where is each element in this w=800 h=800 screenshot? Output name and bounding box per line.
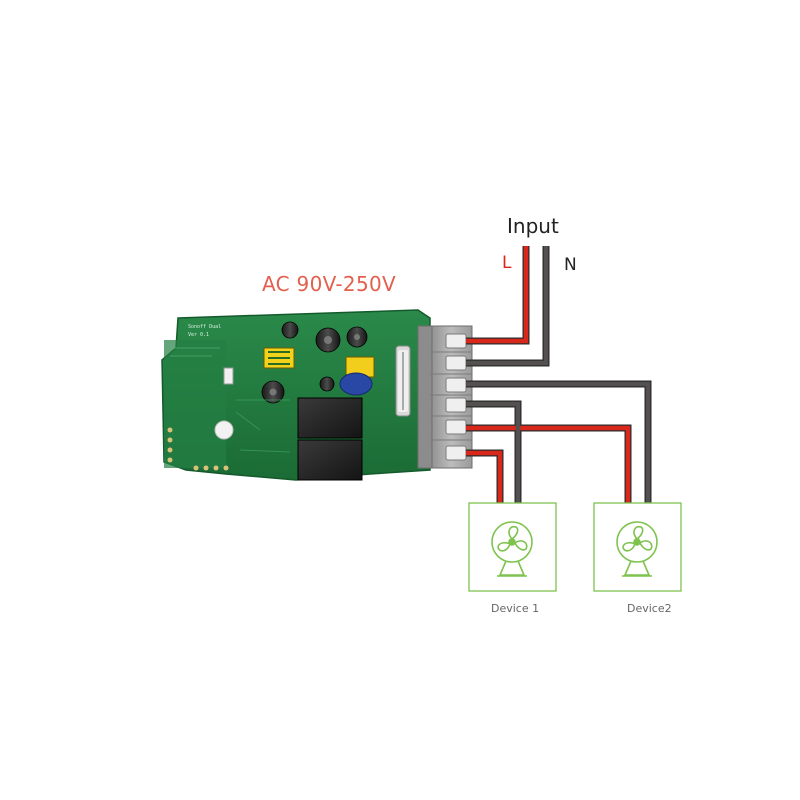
neutral-wire-device2	[466, 381, 651, 506]
terminal-slot-3	[445, 377, 467, 393]
device-2	[593, 502, 682, 592]
device-1-label: Device 1	[491, 602, 540, 615]
fan-icon	[491, 521, 533, 577]
terminal-block	[417, 325, 473, 469]
terminal-slot-2	[445, 355, 467, 371]
board-silk-name: Sonoff Dual	[188, 324, 221, 330]
terminal-slot-4	[445, 397, 467, 413]
sonoff-dual-board: Sonoff Dual Ver 0.1	[161, 309, 431, 481]
live-label: L	[502, 253, 512, 273]
wifi-module	[164, 340, 226, 468]
terminal-slot-1	[445, 333, 467, 349]
relay-1	[297, 397, 363, 439]
device-2-label: Device2	[627, 602, 672, 615]
pairing-button	[214, 420, 234, 440]
neutral-label: N	[564, 255, 577, 275]
live-wire-device1	[466, 450, 503, 506]
relay-2	[297, 439, 363, 481]
voltage-label: AC 90V-250V	[262, 272, 396, 296]
terminal-slot-5	[445, 419, 467, 435]
neutral-wire-device1	[466, 401, 521, 506]
fan-icon	[616, 521, 658, 577]
terminal-slot-6	[445, 445, 467, 461]
live-input-wire	[466, 246, 529, 344]
capacitors	[261, 321, 368, 404]
led-indicator	[223, 367, 234, 385]
live-wire-device2	[466, 425, 631, 506]
input-label: Input	[507, 214, 559, 238]
fuse	[395, 345, 411, 417]
device-1	[468, 502, 557, 592]
board-silk-version: Ver 0.1	[188, 332, 209, 338]
varistor	[339, 372, 373, 396]
header-pins	[167, 427, 229, 471]
neutral-input-wire	[466, 246, 549, 366]
wiring	[466, 246, 652, 506]
